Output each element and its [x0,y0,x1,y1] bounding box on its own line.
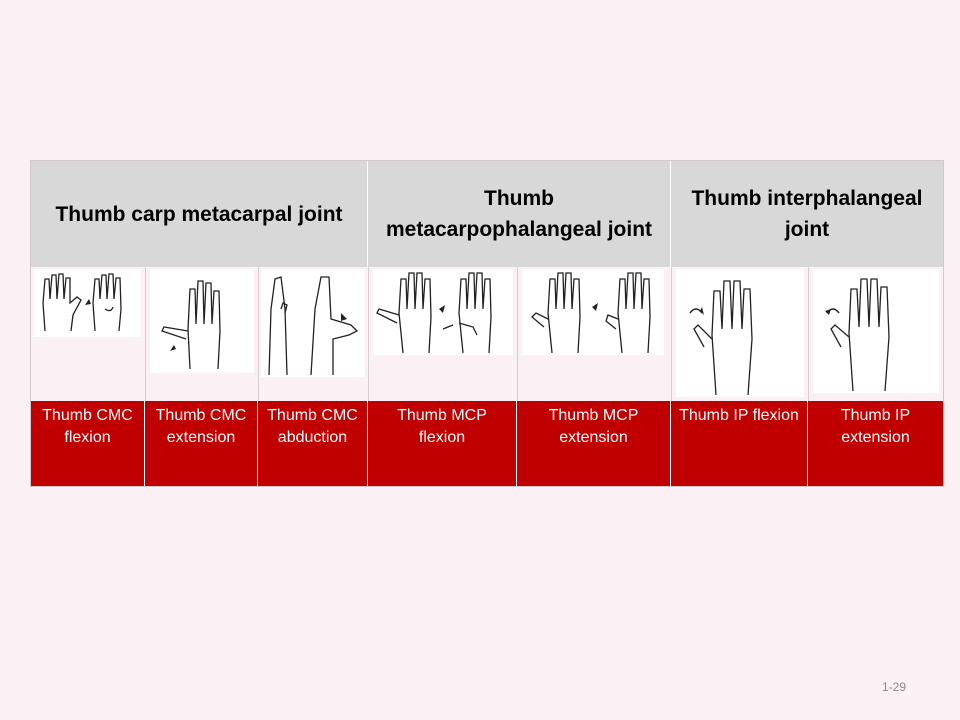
illustration-row [31,267,943,401]
header-ip-joint: Thumb interphalangeal joint [671,161,943,267]
label-mcp-flexion: Thumb MCP flexion [368,401,517,486]
hand-ip-flexion-icon [676,269,804,397]
label-cmc-extension: Thumb CMC extension [145,401,258,486]
hand-ip-extension-icon [813,269,939,393]
label-ip-flexion: Thumb IP flexion [671,401,808,486]
page-number: 1-29 [881,680,906,694]
label-cmc-flexion: Thumb CMC flexion [31,401,145,486]
hand-cmc-abduction-icon [261,269,365,377]
cell-mcp-extension-image [517,267,671,401]
cell-cmc-flexion-image [31,267,145,401]
cell-ip-extension-image [808,267,943,401]
hand-mcp-extension-icon [522,269,664,355]
label-ip-extension: Thumb IP extension [840,407,911,446]
cell-cmc-extension-image [145,267,258,401]
header-mcp-text: Thumb metacarpophalangeal joint [385,187,653,241]
header-cmc-joint: Thumb carp metacarpal joint [31,161,368,267]
joint-motion-table: Thumb carp metacarpal joint Thumb metaca… [30,160,944,487]
cell-mcp-flexion-image [368,267,517,401]
cell-cmc-abduction-image [258,267,368,401]
hand-cmc-extension-icon [150,269,254,373]
hand-mcp-flexion-icon [373,269,513,355]
header-ip-text: Thumb interphalangeal joint [691,187,923,241]
label-cmc-abduction: Thumb CMC abduction [258,401,368,486]
hand-cmc-flexion-icon [33,269,141,337]
label-row: Thumb CMC flexion Thumb CMC extension Th… [31,401,943,486]
header-mcp-joint: Thumb metacarpophalangeal joint [368,161,671,267]
label-mcp-extension: Thumb MCP extension [517,401,671,486]
header-cmc-text: Thumb carp metacarpal joint [55,202,343,226]
cell-ip-flexion-image [671,267,808,401]
